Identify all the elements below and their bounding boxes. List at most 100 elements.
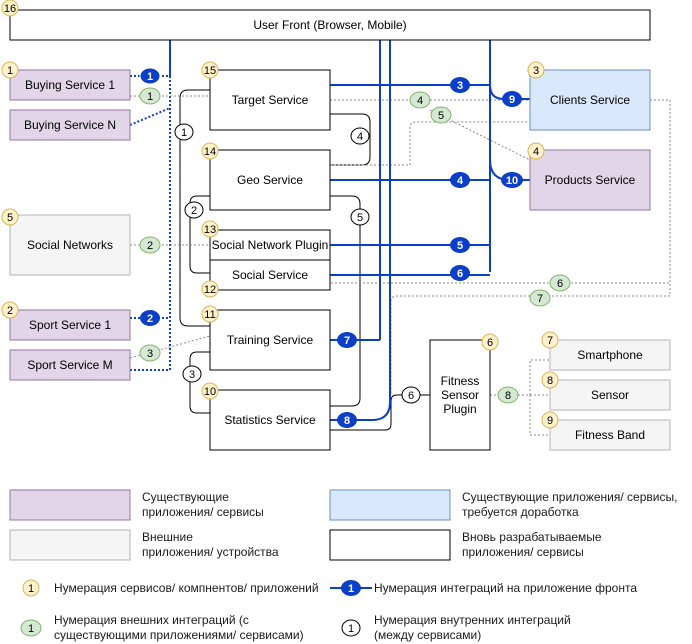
svg-text:9: 9 (509, 94, 515, 106)
svg-text:Существующие: Существующие (142, 490, 229, 504)
front-int-8: 8 (337, 412, 357, 428)
svg-text:2: 2 (7, 305, 13, 317)
social-service[interactable]: Social Service (209, 259, 331, 291)
legend-existing-rework: Существующие приложения/ сервисы, требуе… (329, 489, 677, 521)
ext-int-6: 6 (549, 274, 571, 292)
external-integration-badges: 1 2 3 4 5 6 7 8 (139, 87, 571, 404)
svg-text:4: 4 (417, 95, 423, 107)
target-service[interactable]: Target Service (209, 69, 331, 131)
svg-text:Существующие приложения/ серви: Существующие приложения/ сервисы, (462, 490, 677, 504)
svg-text:3: 3 (533, 65, 539, 77)
int-int-3: 3 (182, 365, 202, 383)
svg-text:4: 4 (533, 146, 539, 158)
legend-num-services: 1 Нумерация сервисов/ компнентов/ прилож… (22, 579, 319, 597)
geo-service[interactable]: Geo Service (209, 149, 331, 211)
ext-int-7: 7 (529, 289, 551, 307)
products-service-label: Products Service (545, 173, 636, 187)
int-int-5: 5 (350, 208, 370, 226)
buying-service-1[interactable]: Buying Service 1 (9, 69, 131, 101)
svg-text:1: 1 (28, 583, 34, 595)
clients-service[interactable]: Clients Service (529, 69, 651, 131)
conn-internal-2 (189, 195, 210, 274)
legend-num-internal: 1 Нумерация внутренних интеграций (между… (341, 613, 571, 642)
smartphone[interactable]: Smartphone (549, 339, 671, 371)
conn-internal-5 (330, 195, 361, 407)
svg-text:2: 2 (147, 240, 153, 252)
svg-text:10: 10 (204, 386, 216, 398)
svg-text:Нумерация интеграций на прилож: Нумерация интеграций на приложение фронт… (374, 581, 637, 595)
service-num-2: 2 (1, 301, 19, 319)
service-num-4: 4 (527, 142, 545, 160)
svg-text:7: 7 (344, 335, 350, 347)
internal-integration-badges: 1 2 3 4 5 6 (174, 123, 421, 404)
legend-num-external: 1 Нумерация внешних интеграций (с сущест… (20, 613, 304, 642)
int-int-2: 2 (184, 201, 204, 219)
svg-text:6: 6 (557, 278, 563, 290)
front-int-9: 9 (502, 91, 522, 107)
svg-text:приложения/ сервисы: приложения/ сервисы (462, 545, 584, 559)
geo-service-label: Geo Service (237, 173, 303, 187)
svg-text:6: 6 (487, 337, 493, 349)
svg-text:4: 4 (457, 175, 464, 187)
svg-text:5: 5 (357, 212, 363, 224)
products-service[interactable]: Products Service (529, 149, 651, 211)
front-int-10: 10 (501, 172, 523, 188)
ext-int-5: 5 (430, 106, 452, 124)
fitness-band[interactable]: Fitness Band (549, 419, 671, 451)
social-networks[interactable]: Social Networks (9, 214, 131, 276)
ext-int-2: 2 (139, 236, 161, 254)
statistics-service[interactable]: Statistics Service (209, 389, 331, 451)
conn-internal-6 (330, 394, 430, 431)
legend-existing: Существующие приложения/ сервисы (9, 489, 264, 521)
legend-num-front: 1 Нумерация интеграций на приложение фро… (330, 580, 637, 596)
svg-text:существующими приложениями/ се: существующими приложениями/ сервисами) (54, 628, 304, 642)
sport-service-1-label: Sport Service 1 (29, 318, 111, 332)
training-service[interactable]: Training Service (209, 309, 331, 371)
svg-text:Нумерация внутренних интеграци: Нумерация внутренних интеграций (374, 613, 571, 627)
social-networks-label: Social Networks (27, 238, 113, 252)
social-network-plugin-label: Social Network Plugin (212, 238, 329, 252)
sport-service-m-label: Sport Service M (27, 358, 112, 372)
svg-text:13: 13 (204, 224, 216, 236)
sport-service-1[interactable]: Sport Service 1 (9, 309, 131, 341)
svg-text:(между сервисами): (между сервисами) (374, 628, 481, 642)
svg-text:5: 5 (438, 110, 444, 122)
svg-text:16: 16 (4, 3, 16, 15)
sensor[interactable]: Sensor (549, 379, 671, 411)
front-int-7: 7 (337, 332, 357, 348)
fitness-sensor-plugin[interactable]: Fitness Sensor Plugin (429, 339, 491, 451)
front-integration-badges: 1 2 3 4 5 6 7 8 9 10 (139, 67, 523, 428)
svg-text:1: 1 (28, 623, 34, 635)
conn-internal-4 (330, 113, 371, 166)
svg-text:3: 3 (457, 80, 463, 92)
service-num-13: 13 (201, 220, 219, 238)
svg-text:14: 14 (204, 146, 216, 158)
ext-int-8: 8 (497, 386, 519, 404)
conn-buyingN-front (129, 107, 171, 126)
svg-text:8: 8 (547, 375, 553, 387)
service-num-16: 16 (1, 0, 19, 17)
target-service-label: Target Service (232, 93, 309, 107)
svg-text:6: 6 (457, 268, 463, 280)
rework-services: Clients Service (529, 69, 651, 131)
svg-text:3: 3 (147, 348, 153, 360)
ext-int-3: 3 (139, 344, 161, 362)
svg-text:2: 2 (191, 205, 197, 217)
sport-service-m[interactable]: Sport Service M (9, 349, 131, 381)
service-num-11: 11 (201, 305, 219, 323)
social-service-label: Social Service (232, 268, 308, 282)
buying-service-n[interactable]: Buying Service N (9, 109, 131, 141)
svg-text:12: 12 (204, 284, 216, 296)
service-num-3: 3 (527, 61, 545, 79)
svg-text:11: 11 (204, 309, 215, 321)
conn-ext-5b (429, 109, 531, 161)
svg-text:10: 10 (506, 175, 518, 187)
existing-services: Buying Service 1 Buying Service N Sport … (9, 69, 651, 381)
service-num-8: 8 (541, 371, 559, 389)
external-services: Social Networks Smartphone Sensor Fitnes… (9, 214, 671, 451)
svg-text:Нумерация внешних интеграций (: Нумерация внешних интеграций (с (54, 613, 249, 627)
fitness-plugin-line-3: Plugin (443, 402, 476, 416)
social-network-plugin[interactable]: Social Network Plugin (209, 229, 331, 261)
fitness-band-label: Fitness Band (575, 428, 645, 442)
